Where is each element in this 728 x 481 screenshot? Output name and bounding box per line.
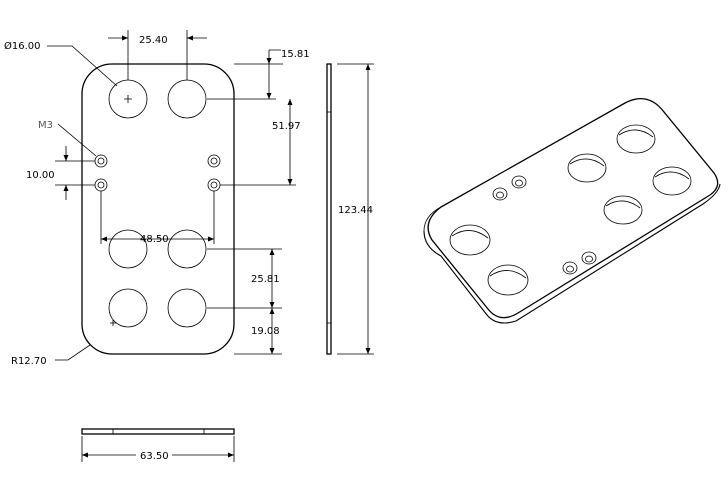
side-view: 123.44: [326, 63, 374, 355]
iso-large-hole: [487, 264, 529, 296]
hole-spacing-label: 25.40: [139, 35, 168, 46]
isometric-view: [423, 97, 721, 324]
hole-diameter-label: Ø16.00: [4, 40, 41, 52]
screw-leader: [57, 123, 97, 157]
iso-large-hole: [652, 166, 692, 196]
screw-label: M3: [38, 120, 53, 131]
large-hole: [167, 288, 207, 328]
mount-spacing-dim: [220, 99, 296, 186]
screw-spacing-dim: [55, 146, 95, 200]
plate-outline: [81, 63, 235, 355]
large-hole: [108, 288, 148, 328]
lower-row-spacing-label: 25.81: [251, 274, 280, 285]
row-spacing-dim: [100, 191, 215, 244]
diameter-leader: [47, 45, 118, 87]
iso-screw-hole: [562, 261, 578, 275]
iso-large-hole: [616, 124, 656, 154]
iso-large-hole: [603, 195, 643, 225]
plate-side-profile: [326, 63, 332, 355]
large-hole: [108, 229, 148, 269]
bottom-offset-label: 19.08: [251, 326, 280, 337]
lower-row-dim: [207, 248, 282, 355]
bottom-view: 63.50: [81, 428, 235, 462]
radius-leader: [55, 344, 91, 361]
row-spacing-label: 48.50: [140, 234, 169, 245]
iso-screw-hole: [492, 187, 508, 201]
overall-length-label: 123.44: [338, 205, 373, 216]
top-offset-label: 15.81: [281, 49, 310, 60]
screw-hole: [207, 154, 221, 168]
iso-plate-top: [427, 97, 719, 319]
plate-edge-profile: [81, 428, 235, 435]
center-mark: [124, 95, 132, 103]
mount-spacing-label: 51.97: [272, 121, 301, 132]
iso-plate-thickness: [423, 183, 721, 324]
front-view: Ø16.00 25.40 15.81 51.97 M3 10.00 48.50 …: [4, 30, 310, 367]
iso-screw-hole: [581, 251, 597, 265]
iso-screw-hole: [511, 175, 527, 189]
screw-spacing-label: 10.00: [26, 170, 55, 181]
corner-radius-label: R12.70: [11, 356, 47, 367]
hole-spacing-dim: [108, 30, 207, 80]
iso-large-hole: [567, 153, 607, 183]
center-mark: [110, 320, 116, 326]
overall-width-label: 63.50: [140, 451, 169, 462]
large-hole: [167, 229, 207, 269]
overall-length-dim: [337, 63, 374, 355]
top-offset-dim: [207, 49, 283, 100]
iso-large-hole: [449, 224, 491, 256]
